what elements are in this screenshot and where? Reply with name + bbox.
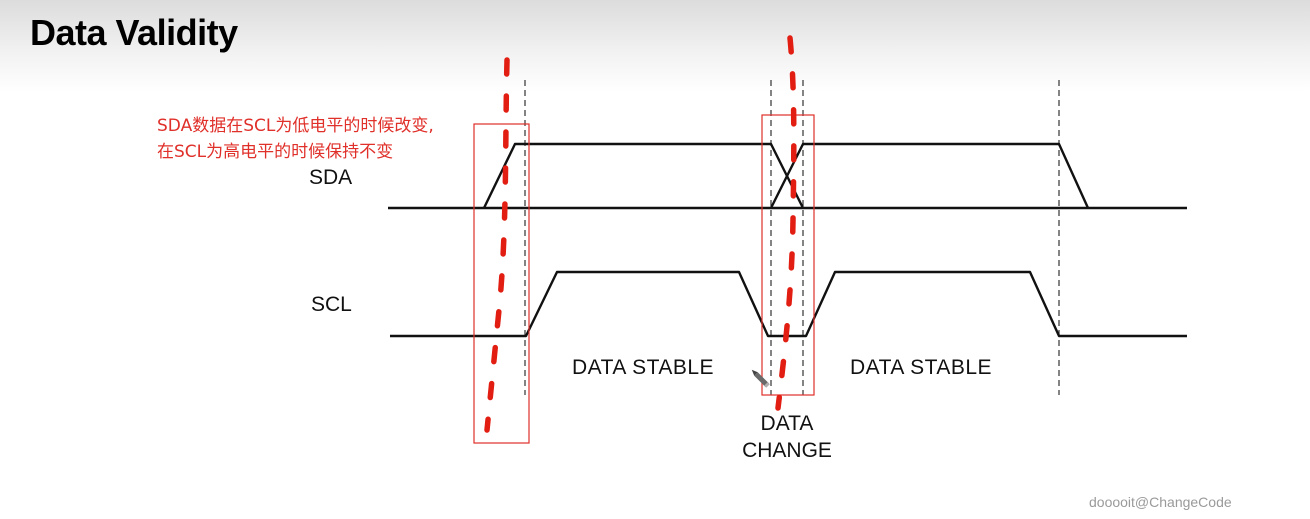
- annotation-line-2: 在SCL为高电平的时候保持不变: [157, 142, 394, 162]
- header-band: [0, 0, 1310, 92]
- sda-waveform: [388, 142, 1187, 210]
- sda-crossover-trace: [769, 142, 1090, 209]
- data-change-line-2: CHANGE: [742, 439, 832, 462]
- scl-label: SCL: [311, 293, 352, 316]
- annotation-line-1: SDA数据在SCL为低电平的时候改变,: [157, 116, 434, 136]
- highlight-box-2: [761, 114, 815, 396]
- sda-high-trace: [482, 142, 805, 209]
- red-dash-stroke-1: [484, 57, 510, 433]
- data-change-line-1: DATA: [760, 412, 814, 435]
- sda-label: SDA: [309, 166, 353, 189]
- watermark: dooooit@ChangeCode: [1089, 494, 1232, 510]
- timing-markers: [524, 80, 1060, 395]
- pencil-icon: [751, 369, 770, 388]
- data-stable-label-1: DATA STABLE: [572, 356, 715, 379]
- highlight-box-1: [473, 123, 530, 444]
- data-change-label: DATA CHANGE: [732, 410, 842, 464]
- highlight-boxes: [473, 114, 815, 444]
- red-annotation: SDA数据在SCL为低电平的时候改变, 在SCL为高电平的时候保持不变: [157, 113, 434, 165]
- red-dash-stroke-2: [775, 35, 797, 411]
- data-stable-label-2: DATA STABLE: [850, 356, 993, 379]
- red-handdrawn-dashes: [484, 35, 797, 433]
- page-title: Data Validity: [30, 12, 238, 53]
